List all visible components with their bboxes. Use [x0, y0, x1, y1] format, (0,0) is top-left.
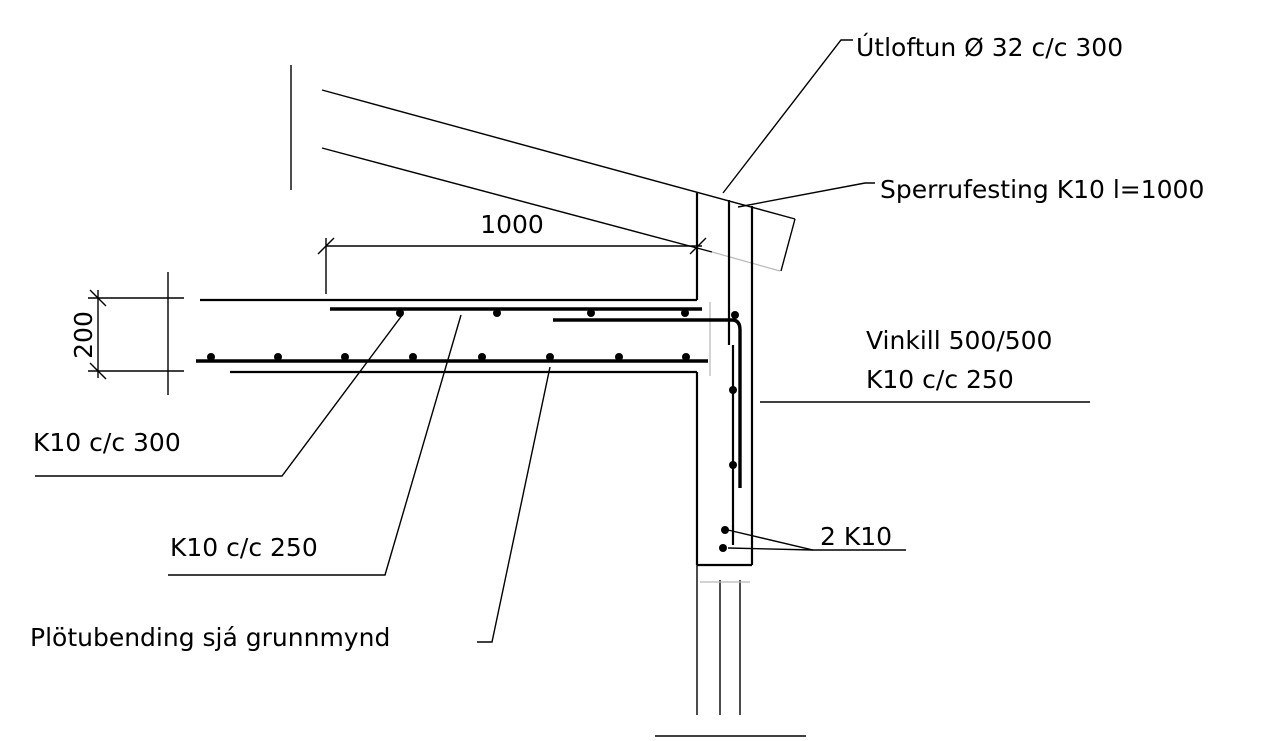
rebar-dot	[207, 353, 215, 361]
dimension-text-200: 200	[69, 311, 98, 359]
rafter-bottom-line	[321, 147, 713, 253]
leader-bottom-bars	[168, 314, 462, 576]
annotation-labels: Útloftun Ø 32 c/c 300 Sperrufesting K10 …	[30, 32, 1204, 652]
rafter-end-cut	[780, 218, 796, 272]
rebar-dot	[493, 309, 501, 317]
rebar-dot	[478, 353, 486, 361]
rafter-top-line	[321, 89, 796, 220]
dimension-tick	[317, 237, 335, 255]
leader-venting	[722, 39, 853, 194]
dimension-tick	[689, 237, 707, 255]
rebar-dot	[546, 353, 554, 361]
dimension-tick	[89, 362, 107, 380]
rebar-dot	[729, 386, 737, 394]
roof-rafter	[290, 65, 796, 272]
label-angle-bar-line2: K10 c/c 250	[866, 365, 1014, 394]
rebar-dot	[719, 544, 727, 552]
dimension-text-1000: 1000	[480, 210, 544, 239]
rebar-dot	[409, 353, 417, 361]
dimension-tick	[89, 289, 107, 307]
label-angle-bar-line1: Vinkill 500/500	[866, 326, 1052, 355]
label-bottom-bars: K10 c/c 250	[170, 533, 318, 562]
slab-section	[200, 298, 711, 376]
label-slab-reinforcement: Plötubending sjá grunnmynd	[30, 623, 390, 652]
leaders	[35, 39, 1090, 643]
rebar-dot	[681, 309, 689, 317]
angle-bar	[553, 318, 742, 488]
leader-rafter-anchor	[737, 182, 875, 208]
reinforcement	[196, 200, 742, 552]
rebar-dot	[721, 526, 729, 534]
rafter-bottom-extension	[711, 251, 781, 272]
rebar-dot	[682, 353, 690, 361]
dimension-overhang: 1000	[317, 210, 707, 294]
rebar-dot	[396, 309, 404, 317]
wall-section	[655, 193, 806, 737]
label-top-bars: K10 c/c 300	[33, 428, 181, 457]
label-edge-bars: 2 K10	[820, 522, 892, 551]
dimension-slab-thickness: 200	[69, 272, 184, 395]
label-venting: Útloftun Ø 32 c/c 300	[856, 32, 1123, 62]
leader-slab-reinforcement	[477, 366, 551, 643]
rebar-dot	[615, 353, 623, 361]
rebar-dot	[341, 353, 349, 361]
rebar-dot	[587, 309, 595, 317]
leader-top-bars	[35, 313, 404, 477]
label-rafter-anchor: Sperrufesting K10 l=1000	[880, 175, 1204, 204]
rebar-dot	[729, 461, 737, 469]
rebar-dot	[274, 353, 282, 361]
rebar-dot	[731, 311, 739, 319]
leader-edge-bars-branch	[727, 547, 814, 551]
